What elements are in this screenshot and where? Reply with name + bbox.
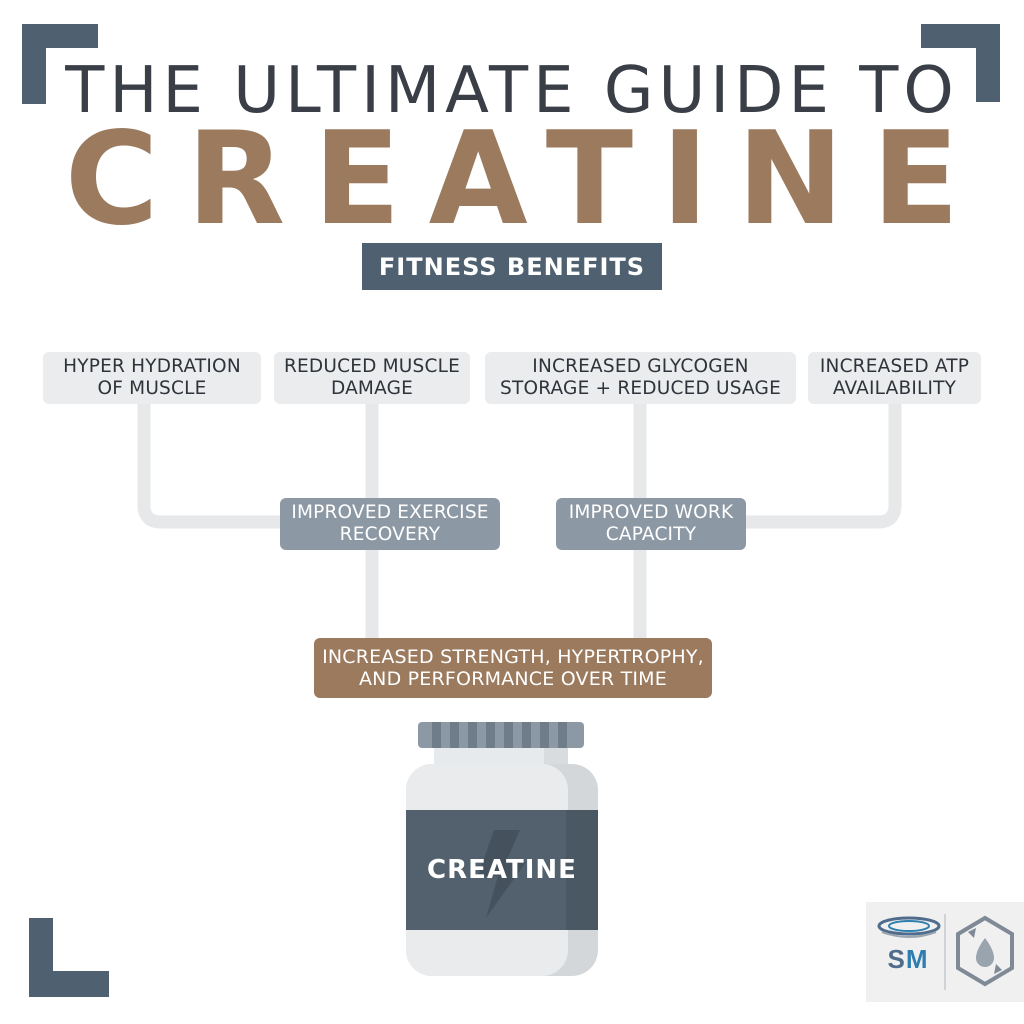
hexagon-droplet-refresh-logo bbox=[956, 915, 1014, 987]
brand-logos: SM bbox=[866, 902, 1024, 1002]
lightning-bolt-icon bbox=[478, 830, 526, 918]
sm-logo-text: SM bbox=[887, 944, 929, 974]
benefit-box-atp: INCREASED ATP AVAILABILITY bbox=[808, 352, 981, 404]
connector-hydration bbox=[137, 397, 297, 529]
logo-divider bbox=[944, 914, 946, 990]
section-banner: FITNESS BENEFITS bbox=[362, 243, 662, 290]
benefit-box-glycogen: INCREASED GLYCOGEN STORAGE + REDUCED USA… bbox=[485, 352, 796, 404]
corner-bracket-top-right bbox=[976, 24, 1000, 102]
benefit-box-hydration: HYPER HYDRATION OF MUSCLE bbox=[43, 352, 261, 404]
sm-globe-logo bbox=[877, 916, 941, 938]
benefit-box-work-capacity: IMPROVED WORK CAPACITY bbox=[556, 498, 746, 550]
benefit-box-recovery: IMPROVED EXERCISE RECOVERY bbox=[280, 498, 500, 550]
corner-bracket-bottom-left bbox=[29, 971, 109, 997]
benefit-box-muscle-damage: REDUCED MUSCLE DAMAGE bbox=[274, 352, 470, 404]
jar-label-text: CREATINE bbox=[427, 855, 577, 885]
corner-bracket-top-left bbox=[22, 24, 46, 104]
title-line-2: CREATINE bbox=[64, 105, 988, 254]
creatine-jar bbox=[406, 722, 598, 976]
connector-atp bbox=[733, 397, 902, 529]
outcome-box: INCREASED STRENGTH, HYPERTROPHY, AND PER… bbox=[314, 638, 712, 698]
title-line-1: THE ULTIMATE GUIDE TO bbox=[65, 54, 959, 128]
